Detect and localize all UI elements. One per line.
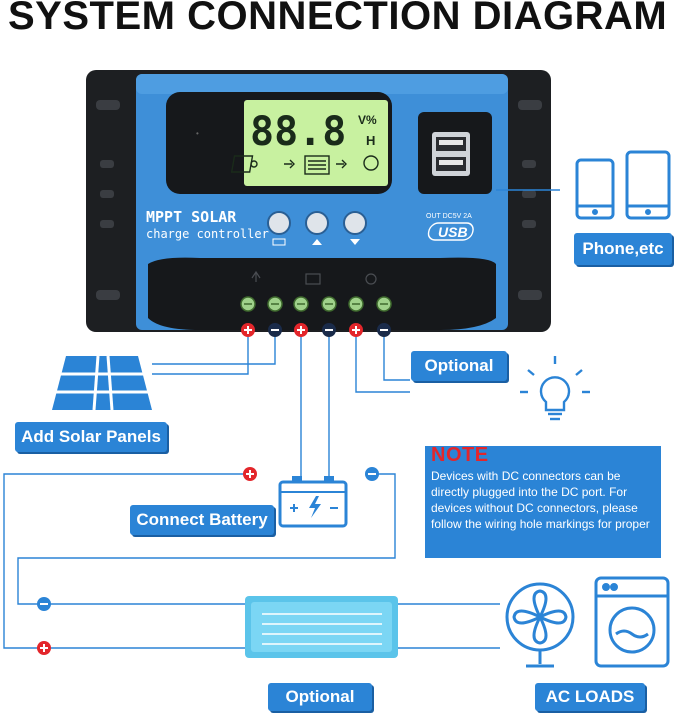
solar-label: Add Solar Panels bbox=[15, 422, 167, 452]
lcd-unit-bottom: H bbox=[366, 133, 375, 148]
note-title: NOTE bbox=[431, 444, 489, 466]
washing-machine-icon bbox=[594, 576, 670, 668]
ac-loads-label: AC LOADS bbox=[535, 683, 645, 711]
phone-devices bbox=[575, 150, 671, 220]
lcd-status-icons bbox=[230, 155, 379, 175]
up-button bbox=[305, 211, 329, 235]
down-button bbox=[343, 211, 367, 235]
brand-line-1: MPPT SOLAR bbox=[146, 208, 237, 226]
lcd-unit-top: V% bbox=[358, 113, 377, 127]
optional-top-label: Optional bbox=[411, 351, 507, 381]
lcd-digits: 88.8 bbox=[250, 109, 346, 155]
menu-button bbox=[267, 211, 291, 235]
controller-buttons bbox=[267, 211, 367, 246]
phone-label: Phone,etc bbox=[574, 233, 672, 265]
terminal-screws bbox=[240, 296, 392, 312]
load-positive-wire bbox=[355, 330, 410, 393]
phone-icon bbox=[575, 158, 615, 220]
note-box: Devices with DC connectors can be direct… bbox=[425, 446, 661, 558]
solar-positive-wire bbox=[152, 330, 249, 375]
mount-slots bbox=[96, 100, 542, 300]
inverter-negative-wire bbox=[17, 473, 396, 605]
optional-bottom-label: Optional bbox=[268, 683, 372, 711]
battery-icon bbox=[278, 476, 348, 528]
note-body: Devices with DC connectors can be direct… bbox=[431, 469, 650, 531]
lcd-panel-icon bbox=[230, 155, 254, 173]
lcd-arrow-icon bbox=[284, 159, 295, 169]
brand-line-2: charge controller bbox=[146, 227, 269, 241]
load-negative-wire bbox=[383, 330, 410, 381]
lcd-battery-icon bbox=[304, 155, 330, 175]
wires bbox=[3, 330, 500, 649]
usb-text: USB bbox=[438, 224, 468, 240]
usb-spec-label: OUT DC5V 2A bbox=[426, 213, 472, 220]
inverter-positive-wire bbox=[3, 473, 250, 649]
solar-panel-icon bbox=[52, 355, 152, 411]
inverter-icon bbox=[245, 596, 398, 658]
fan-icon bbox=[505, 582, 575, 668]
lcd-screen bbox=[244, 100, 388, 186]
svg-text:•: • bbox=[196, 129, 199, 138]
tablet-icon bbox=[625, 150, 671, 220]
controller-polarity-markers bbox=[241, 323, 391, 337]
battery-label: Connect Battery bbox=[130, 505, 274, 535]
usb-port-icon bbox=[432, 132, 470, 176]
lcd-bulb-icon bbox=[363, 155, 379, 171]
terminal-block bbox=[148, 257, 496, 330]
solar-negative-wire bbox=[152, 330, 276, 365]
light-bulb-icon bbox=[520, 356, 590, 421]
charge-controller: • 88.8 V% H OUT DC5V 2A USB MPPT SOLAR c… bbox=[86, 70, 551, 332]
battery-polarity-markers bbox=[37, 467, 379, 655]
lcd-arrow2-icon bbox=[336, 159, 347, 169]
page-title: SYSTEM CONNECTION DIAGRAM bbox=[8, 0, 668, 38]
